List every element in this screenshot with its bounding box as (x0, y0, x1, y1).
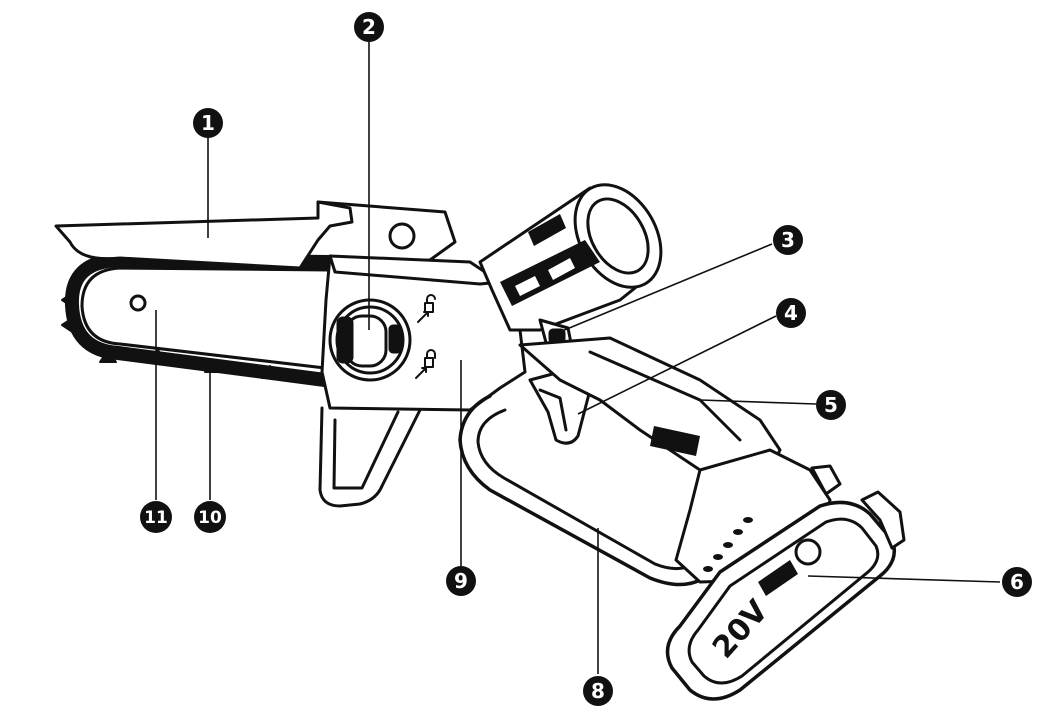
callout-badge (194, 501, 226, 533)
motor-logo-block (528, 214, 566, 246)
callout-badge (354, 12, 384, 42)
battery-pack (665, 500, 896, 701)
callout-10: 10 (194, 501, 226, 533)
callout-badge (446, 566, 476, 596)
callout-badge (193, 108, 223, 138)
callout-8: 8 (583, 676, 613, 706)
chainsaw-illustration (54, 183, 906, 701)
trigger (528, 370, 592, 445)
callout-badge (773, 225, 803, 255)
leader-line-3 (549, 243, 773, 337)
lock-unlock-icons (415, 294, 436, 379)
battery-tab (860, 490, 906, 550)
callout-11: 11 (140, 501, 172, 533)
callout-number: 4 (784, 301, 798, 325)
battery-logo-block (758, 560, 798, 596)
callout-badge (776, 298, 806, 328)
callout-5: 5 (816, 390, 846, 420)
callout-1: 1 (193, 108, 223, 138)
battery-level-leds (703, 517, 753, 572)
chain-guard (54, 200, 354, 270)
front-hand-guard (318, 406, 422, 508)
bar-nose-rivet (129, 294, 147, 312)
leader-line-4 (577, 315, 777, 415)
callout-number: 2 (362, 15, 376, 39)
leader-lines (155, 42, 1001, 674)
callout-2: 2 (354, 12, 384, 42)
handle-logo-block (650, 426, 700, 456)
battery-release-latch (810, 464, 842, 496)
callout-badge (816, 390, 846, 420)
loop-handle (458, 394, 722, 587)
leader-line-6 (807, 575, 1001, 583)
callout-number: 8 (591, 679, 605, 703)
callout-number: 1 (201, 111, 215, 135)
callout-number: 9 (454, 569, 468, 593)
callout-badge (583, 676, 613, 706)
callout-number: 10 (198, 508, 222, 528)
callout-number: 11 (144, 508, 168, 528)
callout-6: 6 (1002, 567, 1032, 597)
callout-number: 3 (781, 228, 795, 252)
callout-3: 3 (773, 225, 803, 255)
callout-badge (1002, 567, 1032, 597)
callout-9: 9 (446, 566, 476, 596)
callout-badge (140, 501, 172, 533)
guard-pivot (388, 222, 416, 250)
leader-line-5 (699, 399, 817, 405)
guide-bar (80, 266, 332, 370)
callout-number: 6 (1010, 570, 1024, 594)
callout-number: 5 (824, 393, 838, 417)
battery-indicator-button (794, 538, 822, 566)
callout-4: 4 (776, 298, 806, 328)
